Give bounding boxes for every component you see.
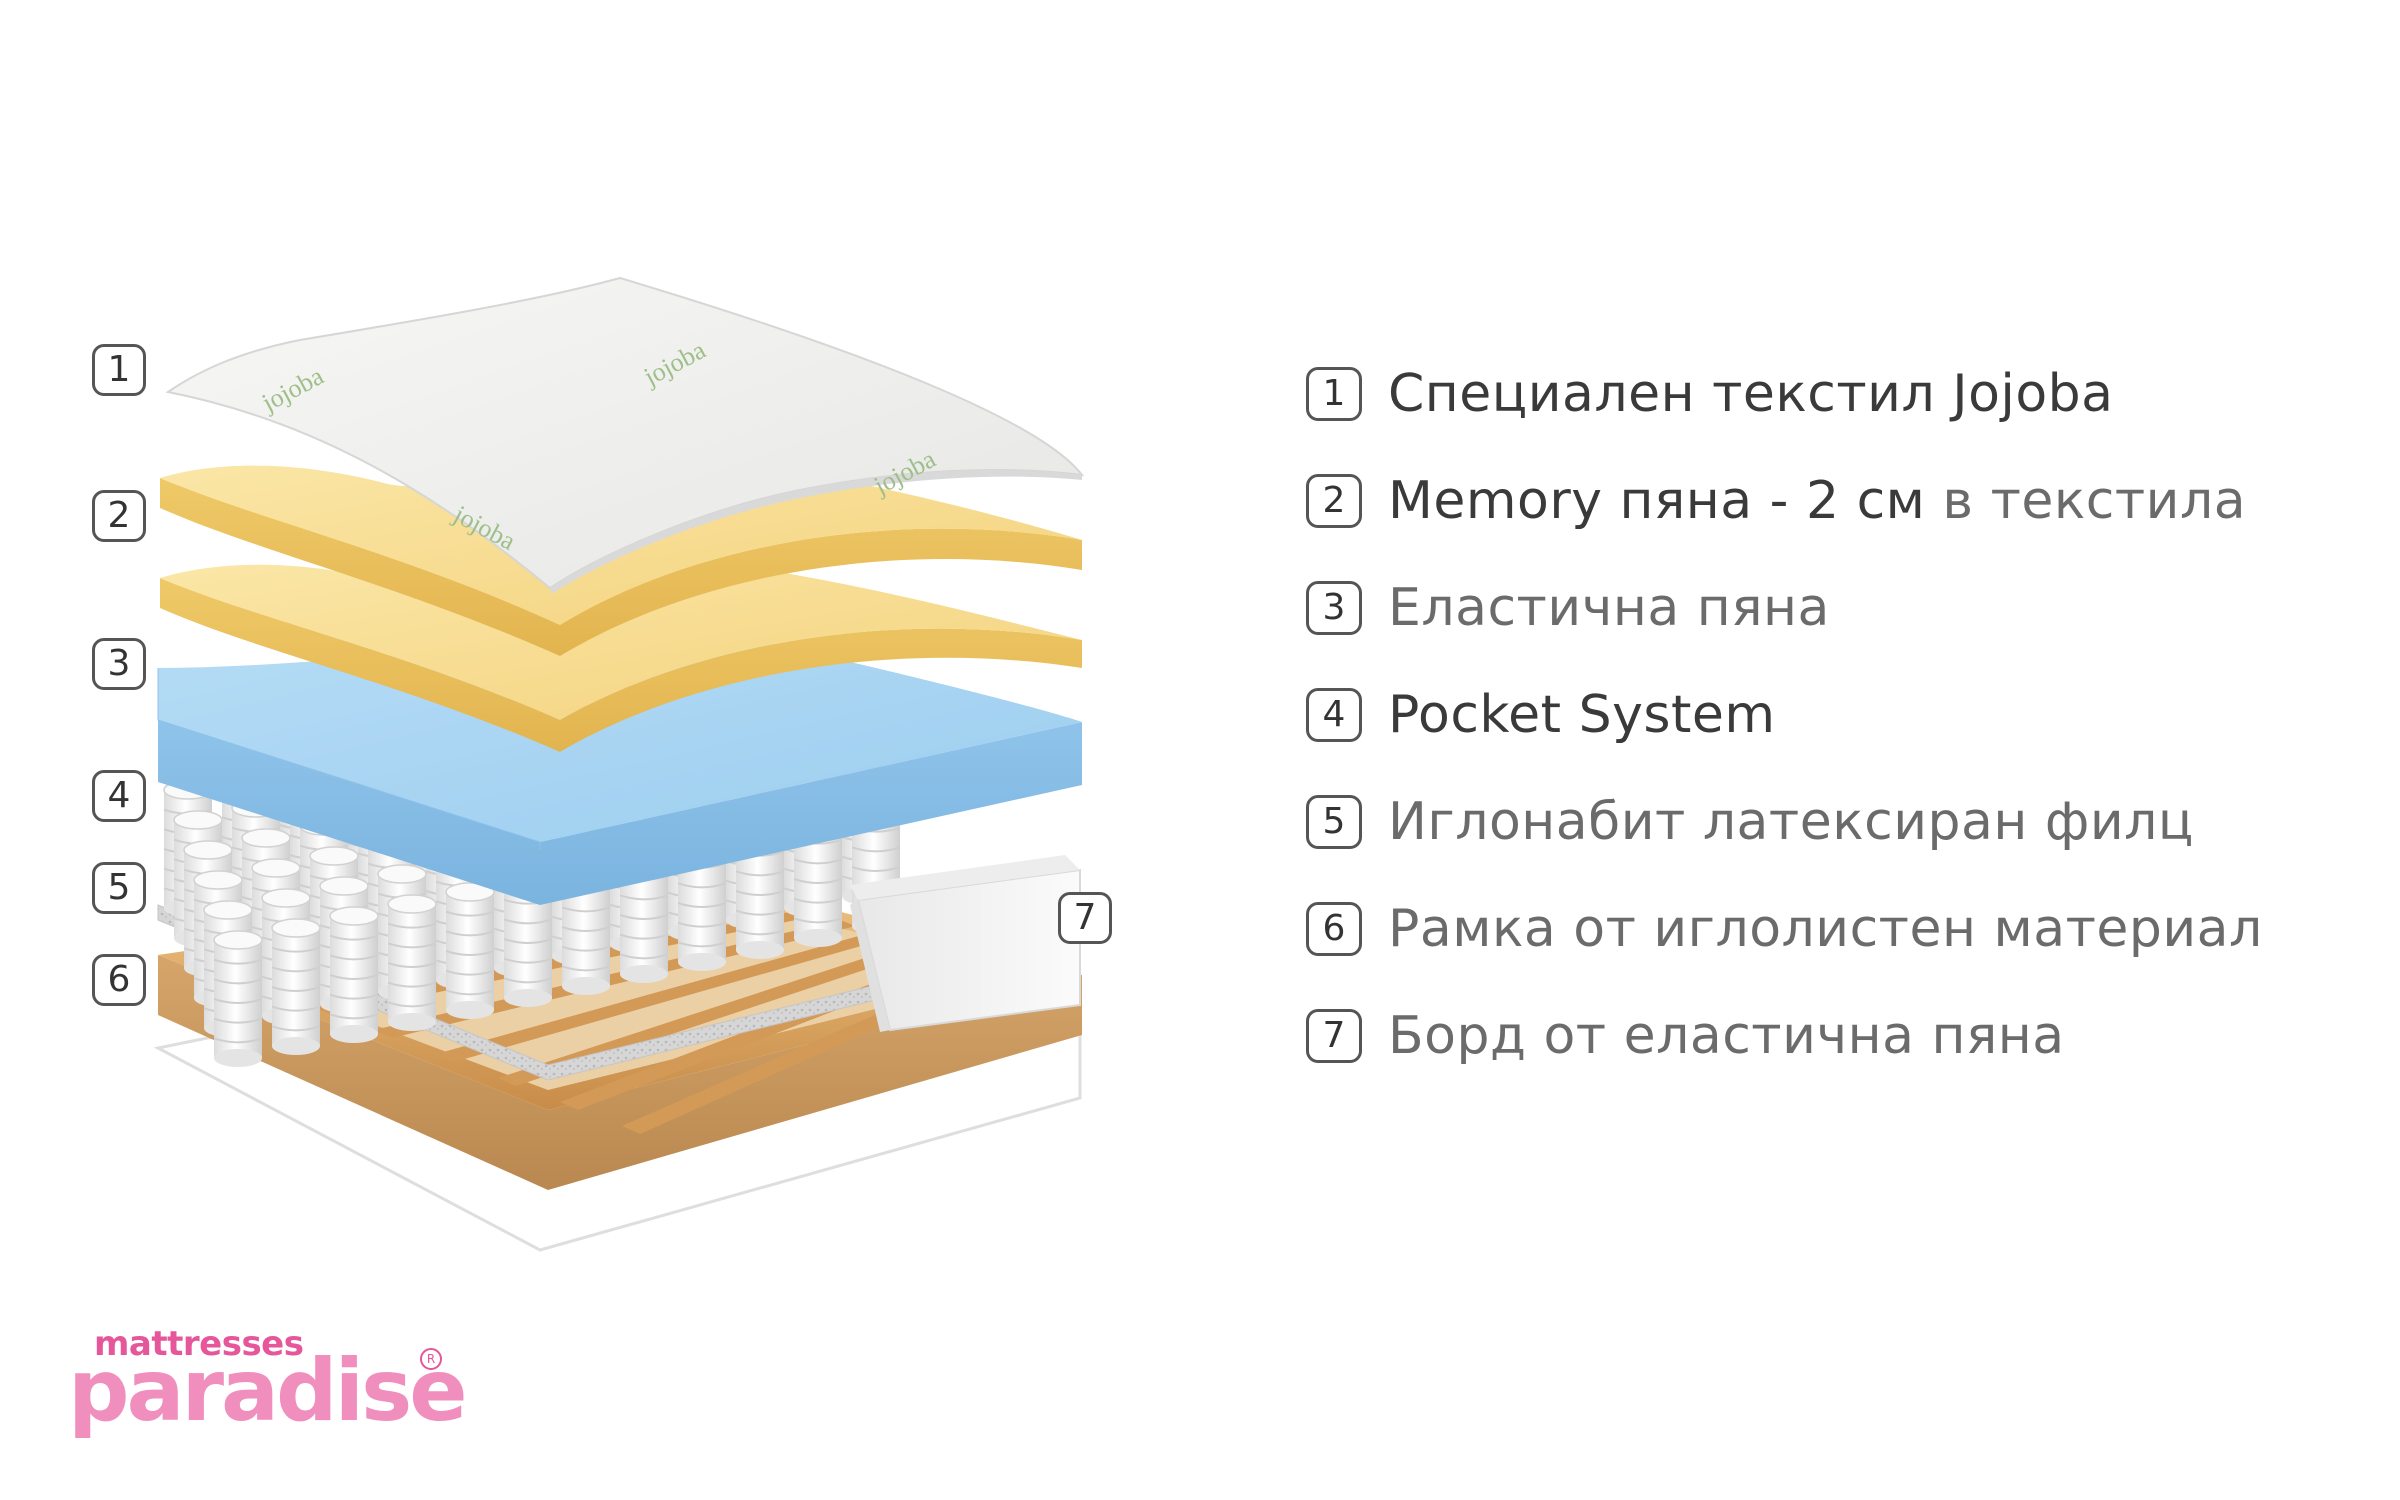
mattresses-paradise-logo: mattresses paradise R xyxy=(68,1310,468,1450)
legend-number-1: 1 xyxy=(1306,366,1362,421)
jojoba-textile-layer: jojoba jojoba jojoba jojoba xyxy=(165,276,1085,594)
logo-mattresses-word: mattresses xyxy=(94,1324,304,1364)
legend-item-4: 4 Pocket System xyxy=(1306,661,2386,768)
logo-paradise-word: paradise xyxy=(68,1341,468,1441)
legend-item-3: 3 Еластична пяна xyxy=(1306,554,2386,661)
legend-item-5: 5 Иглонабит латексиран филц xyxy=(1306,768,2386,875)
legend-text-5: Иглонабит латексиран филц xyxy=(1388,791,2194,852)
pocket-spring xyxy=(329,906,379,1043)
layer-label-3: 3 xyxy=(92,638,146,690)
pocket-spring xyxy=(213,930,263,1067)
layers-legend: 1 Специален текстил Jojoba 2 Memory пяна… xyxy=(1306,340,2386,1089)
legend-text-3: Еластична пяна xyxy=(1388,577,1830,638)
layer-label-1: 1 xyxy=(92,344,146,396)
mattress-layers-diagram: jojoba jojoba jojoba jojoba xyxy=(153,276,1085,1252)
layer-label-2: 2 xyxy=(92,490,146,542)
legend-number-7: 7 xyxy=(1306,1008,1362,1063)
legend-number-2: 2 xyxy=(1306,473,1362,528)
layer-label-7: 7 xyxy=(1058,892,1112,944)
legend-text-4: Pocket System xyxy=(1388,684,1776,745)
pocket-spring xyxy=(387,894,437,1031)
legend-number-4: 4 xyxy=(1306,687,1362,742)
frame-slat xyxy=(374,920,856,1038)
layer-label-6: 6 xyxy=(92,954,146,1006)
frame-slat xyxy=(498,940,936,1086)
legend-item-7: 7 Борд от еластична пяна xyxy=(1306,982,2386,1089)
registered-mark-icon: R xyxy=(420,1348,442,1370)
pocket-spring xyxy=(445,882,495,1019)
layer-label-4: 4 xyxy=(92,770,146,822)
legend-text-6: Рамка от иглолистен материал xyxy=(1388,898,2263,959)
legend-number-6: 6 xyxy=(1306,901,1362,956)
legend-item-2: 2 Memory пяна - 2 см в текстила xyxy=(1306,447,2386,554)
pocket-spring xyxy=(271,918,321,1055)
legend-number-5: 5 xyxy=(1306,794,1362,849)
legend-text-2-muted: в текстила xyxy=(1925,470,2247,531)
frame-slat xyxy=(436,930,896,1062)
legend-text-1: Специален текстил Jojoba xyxy=(1388,363,2114,424)
legend-item-1: 1 Специален текстил Jojoba xyxy=(1306,340,2386,447)
legend-item-6: 6 Рамка от иглолистен материал xyxy=(1306,875,2386,982)
legend-text-2-main: Memory пяна - 2 см xyxy=(1388,470,1926,531)
border-foam-layer xyxy=(850,855,1081,1032)
legend-text-2: Memory пяна - 2 см в текстила xyxy=(1388,471,2246,531)
legend-number-3: 3 xyxy=(1306,580,1362,635)
layer-label-5: 5 xyxy=(92,862,146,914)
legend-text-7: Борд от еластична пяна xyxy=(1388,1005,2065,1066)
elastic-foam-layer xyxy=(160,555,1082,752)
